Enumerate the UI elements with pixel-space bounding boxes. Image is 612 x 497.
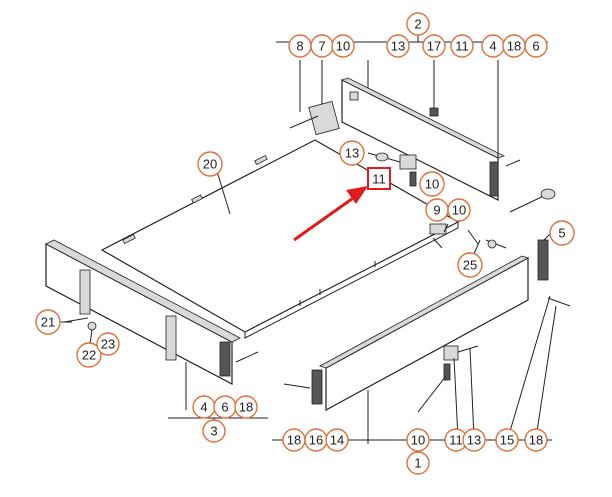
svg-text:10: 10 <box>452 203 466 218</box>
svg-text:22: 22 <box>82 348 96 363</box>
svg-text:11: 11 <box>449 433 463 448</box>
callout-20: 20 <box>197 151 223 177</box>
svg-text:10: 10 <box>336 39 350 54</box>
hinge-assembly-top <box>289 60 439 136</box>
callout-18-bot: 18 <box>234 395 258 419</box>
callout-11-top: 11 <box>450 34 474 58</box>
svg-text:25: 25 <box>463 258 477 273</box>
callout-18-b2: 18 <box>282 428 306 452</box>
svg-text:4: 4 <box>489 39 496 54</box>
svg-text:10: 10 <box>425 177 439 192</box>
svg-text:8: 8 <box>296 39 303 54</box>
svg-text:9: 9 <box>433 203 440 218</box>
back-panel-top <box>340 60 506 201</box>
callout-6-top: 6 <box>524 34 548 58</box>
svg-text:23: 23 <box>101 337 115 352</box>
svg-text:20: 20 <box>203 157 217 172</box>
svg-text:15: 15 <box>500 433 514 448</box>
callout-11-bot: 11 <box>444 428 468 452</box>
callout-17: 17 <box>422 34 446 58</box>
callout-25: 25 <box>457 252 483 278</box>
callout-2: 2 <box>406 12 430 36</box>
callout-13-top: 13 <box>386 34 410 58</box>
callout-10-mid: 10 <box>419 171 445 197</box>
svg-text:7: 7 <box>318 39 325 54</box>
svg-text:2: 2 <box>414 17 421 32</box>
svg-text:13: 13 <box>345 146 359 161</box>
callout-21: 21 <box>35 309 61 335</box>
callout-15: 15 <box>495 428 519 452</box>
callout-10-bot: 10 <box>406 428 430 452</box>
callout-14: 14 <box>325 428 349 452</box>
svg-text:21: 21 <box>41 315 55 330</box>
middle-hardware <box>367 152 556 249</box>
svg-text:6: 6 <box>532 39 539 54</box>
callout-9: 9 <box>425 198 449 222</box>
callout-18-b3: 18 <box>524 428 548 452</box>
highlight-label: 11 <box>372 172 386 187</box>
callout-18-top: 18 <box>502 34 526 58</box>
svg-text:13: 13 <box>467 433 481 448</box>
svg-text:14: 14 <box>330 433 344 448</box>
front-panel-right <box>283 239 571 444</box>
highlight-box-11: 11 <box>367 167 391 190</box>
svg-text:1: 1 <box>414 456 421 471</box>
callout-1: 1 <box>406 451 430 475</box>
svg-text:6: 6 <box>221 400 228 415</box>
svg-text:18: 18 <box>239 400 253 415</box>
svg-text:4: 4 <box>200 400 207 415</box>
callout-13-bot: 13 <box>462 428 486 452</box>
svg-text:16: 16 <box>309 433 323 448</box>
callout-10-top: 10 <box>331 34 355 58</box>
svg-text:11: 11 <box>455 39 469 54</box>
svg-text:18: 18 <box>507 39 521 54</box>
svg-text:10: 10 <box>411 433 425 448</box>
svg-text:18: 18 <box>529 433 543 448</box>
front-panel-left <box>45 239 259 410</box>
svg-text:18: 18 <box>287 433 301 448</box>
callout-5: 5 <box>549 220 575 246</box>
svg-text:17: 17 <box>427 39 441 54</box>
callout-8: 8 <box>288 34 312 58</box>
callout-10-right: 10 <box>447 198 471 222</box>
callout-22: 22 <box>76 342 102 368</box>
highlight-arrow <box>293 186 368 242</box>
callout-4-bot: 4 <box>192 395 216 419</box>
svg-text:5: 5 <box>558 226 565 241</box>
callout-3: 3 <box>202 419 226 443</box>
callout-7: 7 <box>310 34 334 58</box>
callout-23: 23 <box>96 332 120 356</box>
svg-text:13: 13 <box>391 39 405 54</box>
callout-16: 16 <box>304 428 328 452</box>
callout-4-top: 4 <box>481 34 505 58</box>
callout-13-mid: 13 <box>339 140 365 166</box>
svg-text:3: 3 <box>210 424 217 439</box>
callout-6-bot: 6 <box>213 395 237 419</box>
